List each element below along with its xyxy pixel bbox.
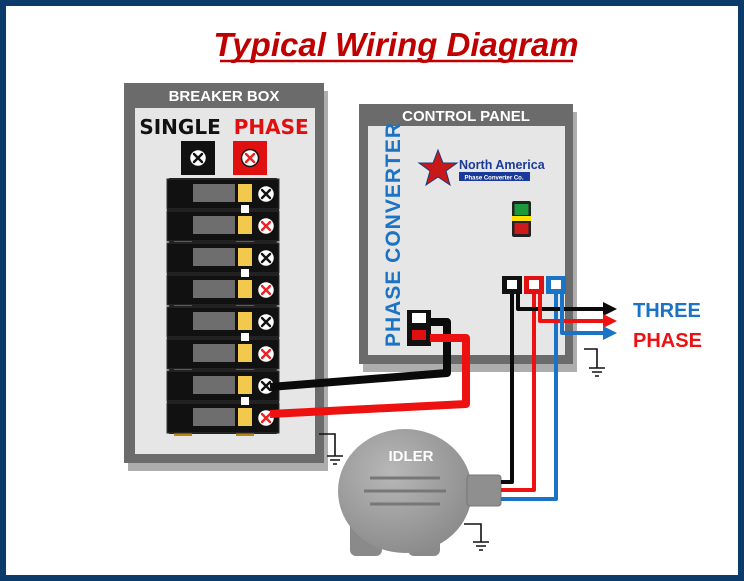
- terminal-screw-icon: [256, 184, 276, 204]
- terminal-screw-icon: [256, 312, 276, 332]
- idler-label: IDLER: [389, 448, 434, 465]
- wire-blue-output: [560, 294, 605, 335]
- tie-bar: [241, 269, 249, 277]
- breaker-box: BREAKER BOX SINGLE PHASE: [124, 83, 328, 471]
- control-panel-label: CONTROL PANEL: [402, 108, 530, 125]
- logo-sub: Phase Converter Co.: [464, 176, 523, 182]
- logo-sub-band: [459, 172, 530, 181]
- output-phase-label: PHASE: [633, 330, 702, 352]
- input-terminal-black: [181, 141, 215, 175]
- arrow-red: [603, 314, 617, 328]
- panel-input-terminals: [407, 310, 431, 346]
- breaker: [166, 178, 280, 210]
- breaker: [166, 402, 280, 434]
- breaker-pair: [166, 306, 280, 372]
- input-terminal-red: [233, 141, 267, 175]
- arrow-blue: [603, 326, 617, 340]
- breaker: [166, 242, 280, 274]
- breaker-pair: [166, 178, 280, 244]
- breaker: [166, 274, 280, 306]
- control-panel: CONTROL PANEL PHASE CONVERTER North Amer…: [359, 104, 577, 372]
- single-word: SINGLE: [139, 115, 220, 139]
- phase-word: PHASE: [234, 115, 309, 139]
- phase-converter-label: PHASE CONVERTER: [382, 122, 405, 347]
- wire-red-idler: [501, 294, 536, 492]
- wire-black-idler: [501, 294, 514, 484]
- tie-bar: [241, 333, 249, 341]
- ground-symbol-icon: [319, 433, 344, 465]
- wire-blue-idler: [501, 294, 558, 501]
- panel-output-terminals: [502, 276, 566, 294]
- ground-symbol-icon: [584, 348, 606, 377]
- tie-bar: [241, 397, 249, 405]
- indicator-light-icon: [512, 201, 531, 237]
- wire-red-input: [269, 334, 470, 418]
- idler-motor: IDLER: [338, 429, 502, 556]
- breaker-pair: [166, 242, 280, 308]
- ground-symbol-icon: [464, 523, 490, 551]
- terminal-screw-icon: [256, 280, 276, 300]
- single-phase-label: SINGLE PHASE: [139, 115, 308, 139]
- terminal-screw-icon: [256, 344, 276, 364]
- breaker-stack: [166, 178, 280, 436]
- wire-black-input: [269, 318, 451, 391]
- wires: [269, 294, 617, 501]
- tie-bar: [241, 205, 249, 213]
- red-star-icon: [417, 148, 459, 187]
- logo-name: North America: [459, 158, 546, 172]
- breaker: [166, 370, 280, 402]
- arrow-black: [603, 302, 617, 316]
- output-three-label: THREE: [633, 300, 701, 322]
- breaker: [166, 338, 280, 370]
- terminal-screw-icon: [256, 216, 276, 236]
- terminal-screw-icon: [256, 248, 276, 268]
- breaker-box-label: BREAKER BOX: [169, 88, 280, 105]
- breaker: [166, 306, 280, 338]
- company-logo: North America Phase Converter Co.: [417, 148, 546, 187]
- diagram-title: Typical Wiring Diagram: [213, 26, 578, 63]
- breaker-pair: [166, 370, 280, 436]
- breaker: [166, 210, 280, 242]
- wire-red-output: [538, 294, 605, 323]
- wire-black-output: [516, 294, 605, 311]
